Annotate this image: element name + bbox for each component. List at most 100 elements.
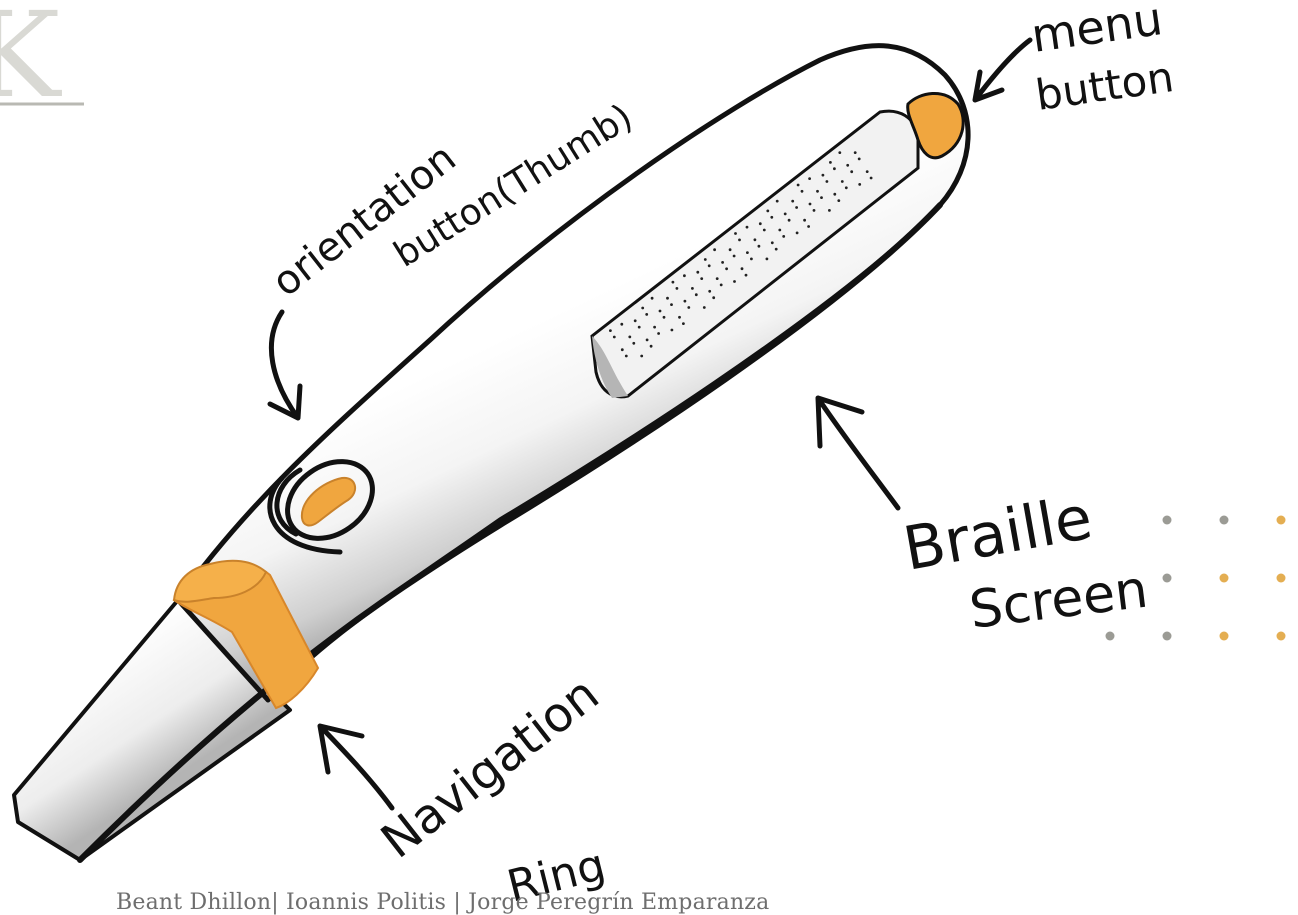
braille-dot — [725, 267, 728, 270]
braille-dot — [833, 167, 836, 170]
braille-arrow — [818, 398, 898, 508]
braille-dot — [782, 235, 785, 238]
braille-dot — [621, 348, 624, 351]
braille-dot — [712, 296, 715, 299]
braille-dot — [683, 274, 686, 277]
braille-dot — [650, 345, 653, 348]
author-credit: Beant Dhillon| Ioannis Politis | Jorge P… — [116, 890, 769, 915]
braille-dot — [738, 239, 741, 242]
braille-dot — [670, 303, 673, 306]
braille-dot — [754, 238, 757, 241]
decor-dot — [1106, 632, 1115, 641]
braille-dot — [766, 210, 769, 213]
braille-dot — [845, 186, 848, 189]
decor-dot — [1220, 632, 1229, 641]
braille-dot — [666, 297, 669, 300]
braille-dot — [813, 209, 816, 212]
braille-dot — [729, 248, 732, 251]
braille-dot — [759, 222, 762, 225]
braille-dot — [771, 241, 774, 244]
braille-dot — [696, 271, 699, 274]
decor-dot — [1163, 574, 1172, 583]
braille-dot — [703, 306, 706, 309]
braille-dot — [801, 190, 804, 193]
braille-dot — [641, 307, 644, 310]
label-navigation: Navigation Ring — [371, 666, 610, 913]
braille-dot — [716, 277, 719, 280]
braille-dot — [687, 306, 690, 309]
braille-dot — [796, 232, 799, 235]
decor-dot — [1277, 516, 1286, 525]
braille-dot — [778, 229, 781, 232]
menu-arrow — [975, 40, 1030, 100]
braille-dot — [820, 196, 823, 199]
braille-dot — [634, 319, 637, 322]
braille-dot — [653, 326, 656, 329]
braille-dot — [678, 316, 681, 319]
braille-dot — [657, 332, 660, 335]
braille-dot — [713, 248, 716, 251]
braille-dot — [684, 300, 687, 303]
braille-dot — [671, 329, 674, 332]
braille-dot — [682, 322, 685, 325]
braille-dot — [620, 323, 623, 326]
braille-dot — [784, 213, 787, 216]
braille-dot — [659, 310, 662, 313]
braille-dot — [870, 177, 873, 180]
braille-dot — [663, 316, 666, 319]
braille-dot — [858, 158, 861, 161]
braille-dot — [803, 219, 806, 222]
braille-dot — [822, 174, 825, 177]
braille-dot — [866, 170, 869, 173]
braille-dot — [833, 193, 836, 196]
braille-dot — [858, 183, 861, 186]
braille-dot — [646, 339, 649, 342]
braille-dot — [745, 274, 748, 277]
braille-dot — [708, 290, 711, 293]
braille-dot — [672, 281, 675, 284]
braille-dot — [741, 267, 744, 270]
decor-dot — [1163, 632, 1172, 641]
braille-dot — [700, 277, 703, 280]
decor-dot — [1220, 574, 1229, 583]
label-navigation-line1: Navigation — [371, 666, 609, 870]
braille-dot — [720, 284, 723, 287]
label-menu: menu button — [1028, 0, 1177, 120]
braille-dot — [691, 287, 694, 290]
braille-dot — [638, 326, 641, 329]
decor-dot — [1163, 516, 1172, 525]
braille-dot — [776, 200, 779, 203]
braille-dot — [770, 216, 773, 219]
braille-dot — [807, 225, 810, 228]
decor-dot — [1220, 516, 1229, 525]
braille-dot — [763, 229, 766, 232]
braille-dot — [734, 232, 737, 235]
braille-dot — [721, 261, 724, 264]
corner-logo: K — [0, 0, 84, 124]
braille-dot — [750, 258, 753, 261]
braille-dot — [788, 219, 791, 222]
braille-dot — [704, 258, 707, 261]
braille-dot — [841, 180, 844, 183]
braille-dot — [625, 355, 628, 358]
braille-dot — [651, 297, 654, 300]
decor-dot — [1277, 632, 1286, 641]
braille-dot — [609, 329, 612, 332]
braille-dot — [733, 255, 736, 258]
braille-dot — [613, 336, 616, 339]
braille-dot — [809, 203, 812, 206]
label-braille: Braille Screen — [898, 483, 1151, 641]
braille-dot — [766, 258, 769, 261]
braille-dot — [808, 177, 811, 180]
label-braille-line2: Screen — [966, 560, 1151, 641]
braille-dot — [816, 190, 819, 193]
braille-dot — [838, 151, 841, 154]
braille-dot — [628, 336, 631, 339]
decor-dot — [1277, 574, 1286, 583]
label-menu-line2: button — [1033, 52, 1177, 120]
braille-dot — [797, 184, 800, 187]
braille-dot — [854, 151, 857, 154]
braille-dot — [758, 245, 761, 248]
braille-dot — [775, 248, 778, 251]
